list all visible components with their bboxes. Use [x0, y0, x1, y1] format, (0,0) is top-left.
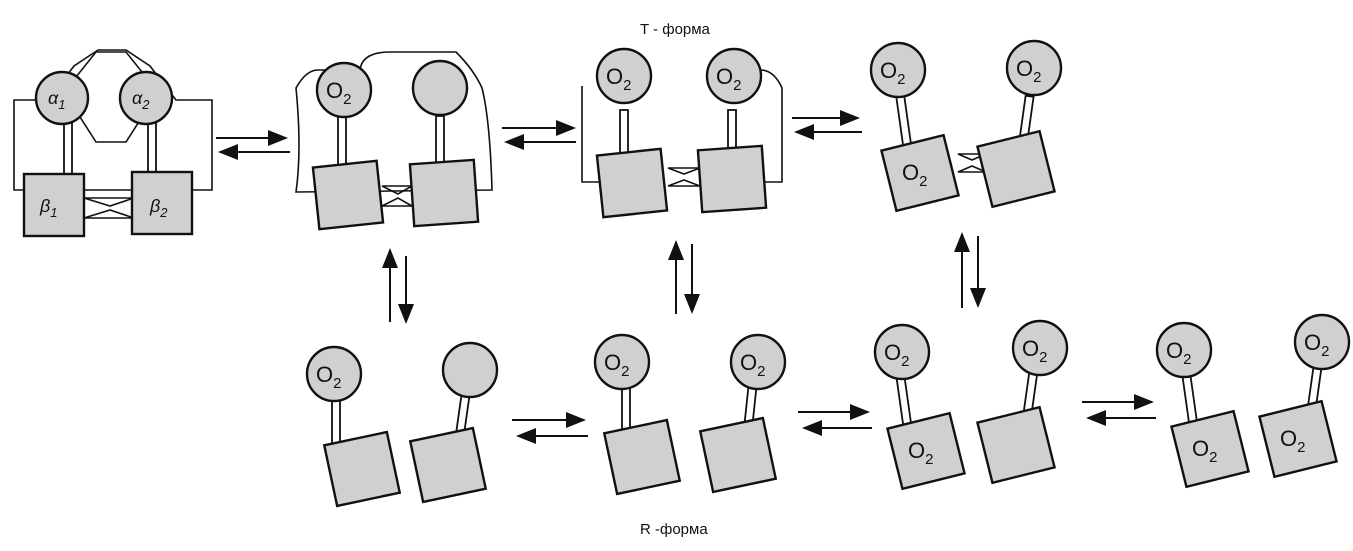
beta1-label: β [39, 196, 50, 216]
svg-text:O2: O2 [1280, 426, 1305, 456]
alpha2-label: α [132, 88, 143, 108]
molecule-t-3o2: O2 O2 O2 [869, 39, 1063, 213]
svg-text:α1: α1 [48, 88, 66, 112]
svg-text:O2: O2 [326, 78, 351, 108]
molecule-r-2o2: O2 O2 [593, 333, 787, 496]
svg-text:O2: O2 [1192, 436, 1217, 466]
t-form-label: T - форма [640, 21, 711, 38]
svg-text:O2: O2 [316, 362, 341, 392]
molecule-r-1o2: O2 [305, 341, 499, 508]
beta2-label: β [149, 196, 160, 216]
svg-text:O2: O2 [604, 350, 629, 380]
svg-text:O2: O2 [1022, 336, 1047, 366]
svg-text:α2: α2 [132, 88, 150, 112]
svg-text:O2: O2 [908, 438, 933, 468]
svg-text:O2: O2 [1304, 330, 1329, 360]
svg-text:O2: O2 [740, 350, 765, 380]
svg-text:O2: O2 [902, 160, 927, 190]
svg-text:O2: O2 [884, 340, 909, 370]
molecule-r-3o2: O2 O2 O2 [873, 319, 1069, 491]
svg-text:O2: O2 [716, 64, 741, 94]
svg-text:O2: O2 [1166, 338, 1191, 368]
svg-text:β1: β1 [39, 196, 58, 220]
molecule-t-1o2: O2 [295, 51, 493, 231]
molecule-deoxy-t: α1 α2 β1 β2 [13, 49, 213, 238]
molecule-t-2o2: O2 O2 [581, 47, 783, 219]
svg-text:O2: O2 [606, 64, 631, 94]
svg-text:O2: O2 [1016, 56, 1041, 86]
svg-text:β2: β2 [149, 196, 168, 220]
r-form-label: R -форма [640, 521, 708, 538]
equilibrium-arrows [216, 130, 290, 160]
molecule-r-4o2: O2 O2 O2 O2 [1155, 313, 1351, 489]
alpha1-label: α [48, 88, 59, 108]
svg-text:O2: O2 [880, 58, 905, 88]
